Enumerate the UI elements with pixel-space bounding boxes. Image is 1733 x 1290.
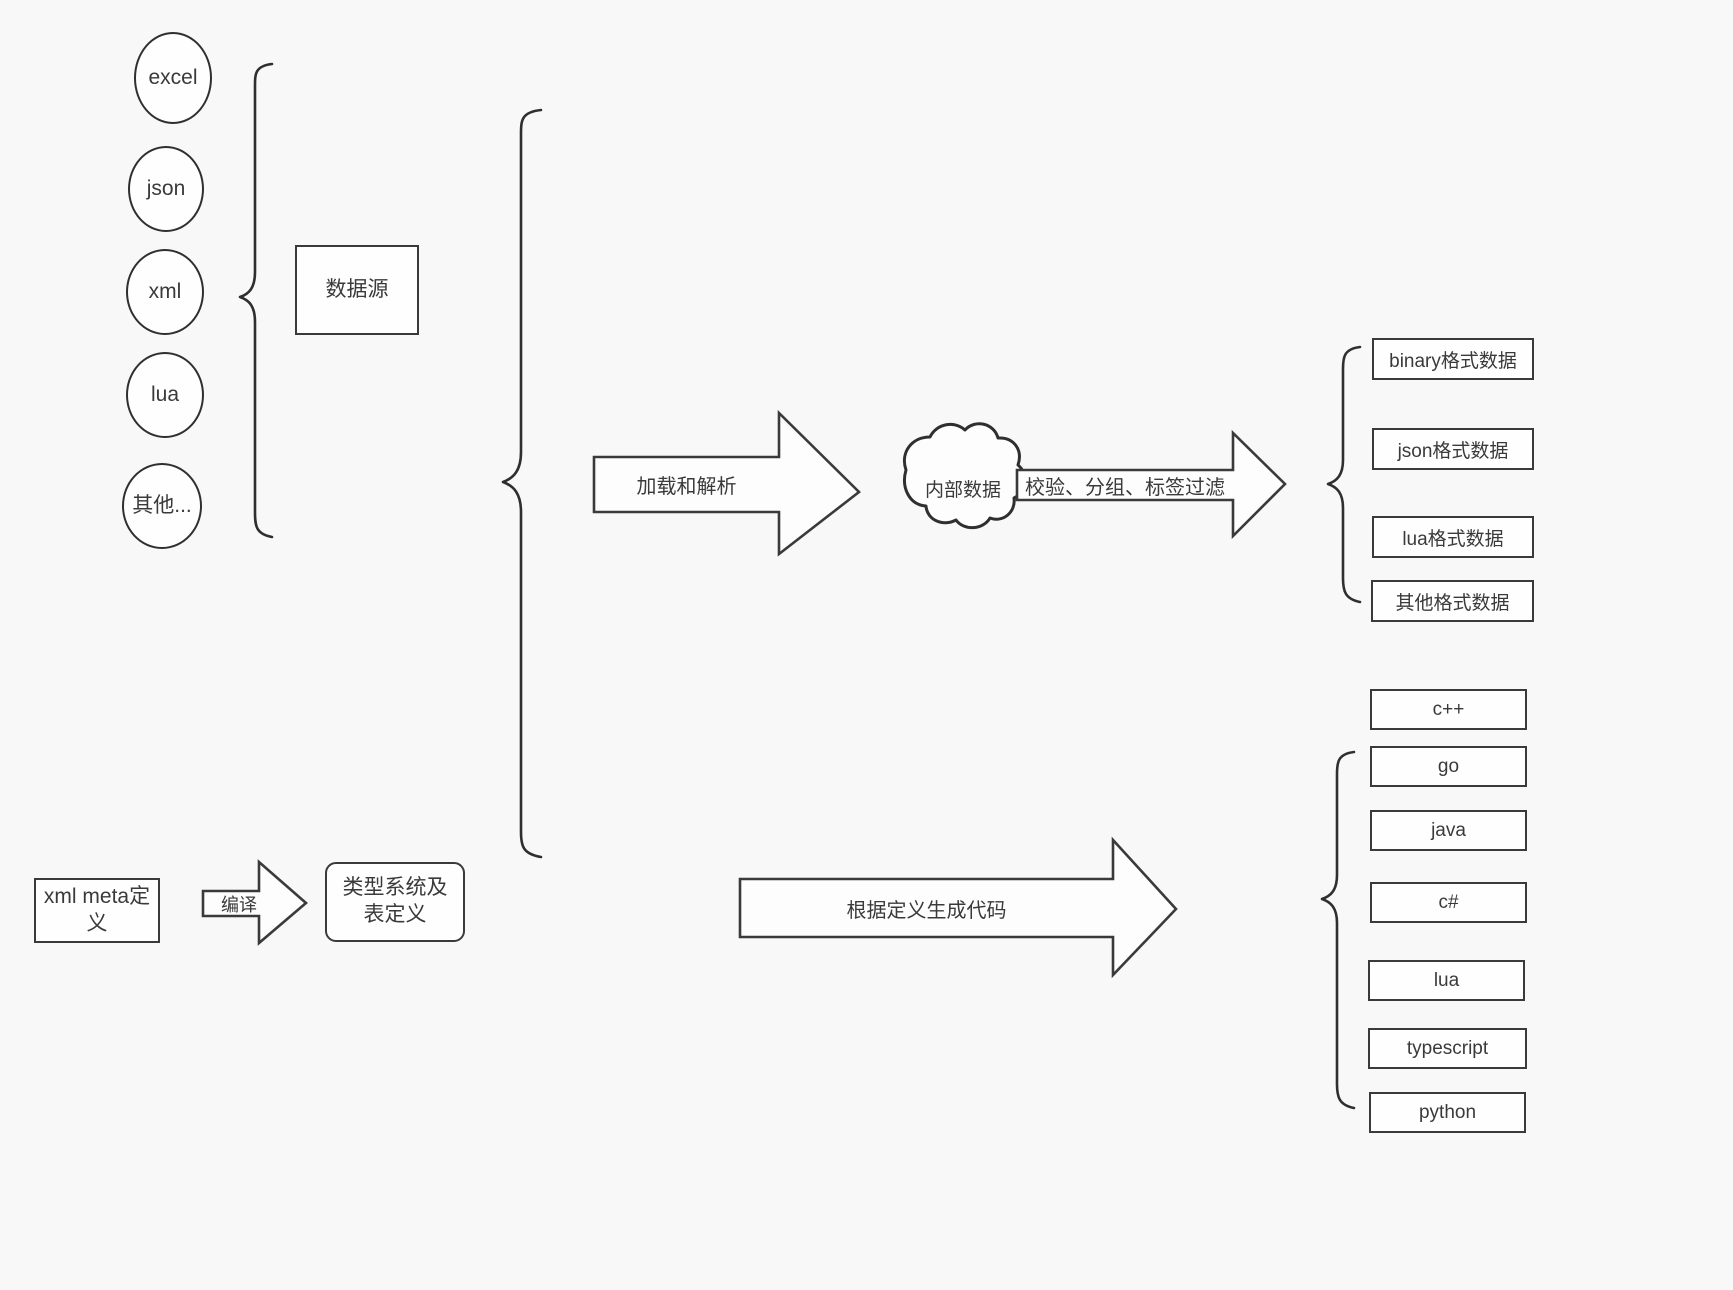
source-node-excel[interactable]: excel xyxy=(134,32,212,124)
source-node-lua[interactable]: lua xyxy=(126,352,204,438)
code-output-go[interactable]: go xyxy=(1370,746,1527,787)
source-node-label: xml xyxy=(148,279,182,303)
code-output-cpp[interactable]: c++ xyxy=(1370,689,1527,730)
compile-arrow xyxy=(201,859,308,946)
data-output-label: lua格式数据 xyxy=(1402,528,1504,550)
code-output-typescript[interactable]: typescript xyxy=(1368,1028,1527,1069)
data-output-label: binary格式数据 xyxy=(1389,350,1517,372)
source-node-label: json xyxy=(146,176,186,200)
code-output-label: c# xyxy=(1438,891,1459,913)
source-node-json[interactable]: json xyxy=(128,146,204,232)
code-output-label: typescript xyxy=(1406,1037,1489,1059)
type-system-box[interactable]: 类型系统及表定义 xyxy=(325,862,465,942)
data-output-label: 其他格式数据 xyxy=(1395,592,1510,614)
source-node-label: excel xyxy=(148,65,198,89)
validate-filter-arrow xyxy=(1015,429,1287,540)
code-output-label: python xyxy=(1418,1101,1477,1123)
xml-meta-definition-box[interactable]: xml meta定义 xyxy=(34,878,160,943)
code-output-java[interactable]: java xyxy=(1370,810,1527,851)
code-output-label: java xyxy=(1431,819,1466,841)
data-output-brace xyxy=(1326,345,1362,604)
data-source-label: 数据源 xyxy=(325,277,389,301)
source-node-label: 其他... xyxy=(132,493,192,517)
pipeline-input-brace xyxy=(501,108,543,859)
code-output-brace xyxy=(1320,750,1356,1110)
load-parse-arrow xyxy=(592,409,861,557)
xml-meta-definition-label: xml meta定义 xyxy=(43,884,151,935)
data-source-box[interactable]: 数据源 xyxy=(295,245,419,335)
code-output-csharp[interactable]: c# xyxy=(1370,882,1527,923)
code-output-lua[interactable]: lua xyxy=(1368,960,1525,1001)
type-system-label: 类型系统及表定义 xyxy=(342,876,448,926)
codegen-arrow xyxy=(738,836,1178,979)
data-output-label: json格式数据 xyxy=(1397,440,1509,462)
data-output-json[interactable]: json格式数据 xyxy=(1372,428,1534,470)
source-node-xml[interactable]: xml xyxy=(126,249,204,335)
data-output-other[interactable]: 其他格式数据 xyxy=(1371,580,1534,622)
code-output-label: go xyxy=(1437,755,1460,777)
code-output-label: c++ xyxy=(1432,698,1465,720)
data-output-lua[interactable]: lua格式数据 xyxy=(1372,516,1534,558)
code-output-python[interactable]: python xyxy=(1369,1092,1526,1133)
internal-data-cloud xyxy=(903,422,1027,530)
source-node-label: lua xyxy=(150,382,180,406)
source-group-brace xyxy=(238,62,274,539)
data-output-binary[interactable]: binary格式数据 xyxy=(1372,338,1534,380)
source-node-other[interactable]: 其他... xyxy=(122,463,202,549)
code-output-label: lua xyxy=(1433,969,1460,991)
